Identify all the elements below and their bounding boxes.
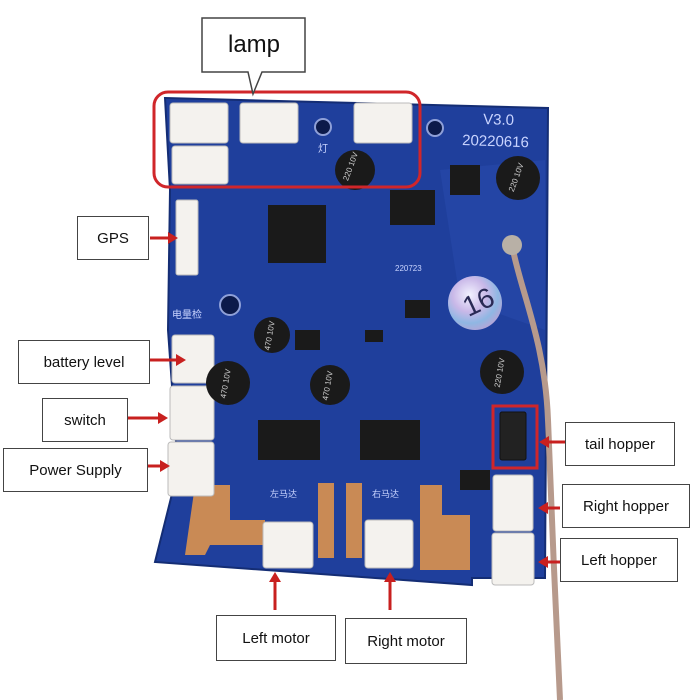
left-motor-label: Left motor [216, 615, 336, 661]
battery-level-label: battery level [18, 340, 150, 384]
sticker-16 [448, 276, 502, 330]
chips [258, 165, 490, 490]
cn-left-motor-label: 左马达 [270, 488, 297, 499]
power-supply-label: Power Supply [3, 448, 148, 492]
cn-lamp-label: 灯 [318, 143, 328, 155]
left-hopper-label: Left hopper [560, 538, 678, 582]
arrows [128, 232, 565, 610]
board-date: 20220616 [462, 132, 529, 151]
switch-label: switch [42, 398, 128, 442]
antenna-cable [509, 244, 563, 700]
capacitors [206, 150, 540, 405]
mounting-holes [219, 118, 444, 316]
cn-right-motor-label: 右马达 [372, 488, 399, 499]
copper-pads [185, 483, 470, 570]
gps-label: GPS [77, 216, 149, 260]
lamp-callout-shape [201, 17, 306, 97]
cn-battery-label: 电量检 [172, 308, 202, 321]
chip-code: 220723 [395, 264, 422, 273]
lamp-connectors [169, 102, 413, 185]
side-connectors [167, 199, 535, 586]
right-hopper-label: Right hopper [562, 484, 690, 528]
lamp-label: lamp [227, 31, 281, 58]
right-motor-label: Right motor [345, 618, 467, 664]
board-version: V3.0 [483, 111, 514, 129]
tail-hopper-label: tail hopper [565, 422, 675, 466]
tail-hopper-highlight [491, 404, 539, 470]
lamp-highlight [152, 90, 422, 189]
